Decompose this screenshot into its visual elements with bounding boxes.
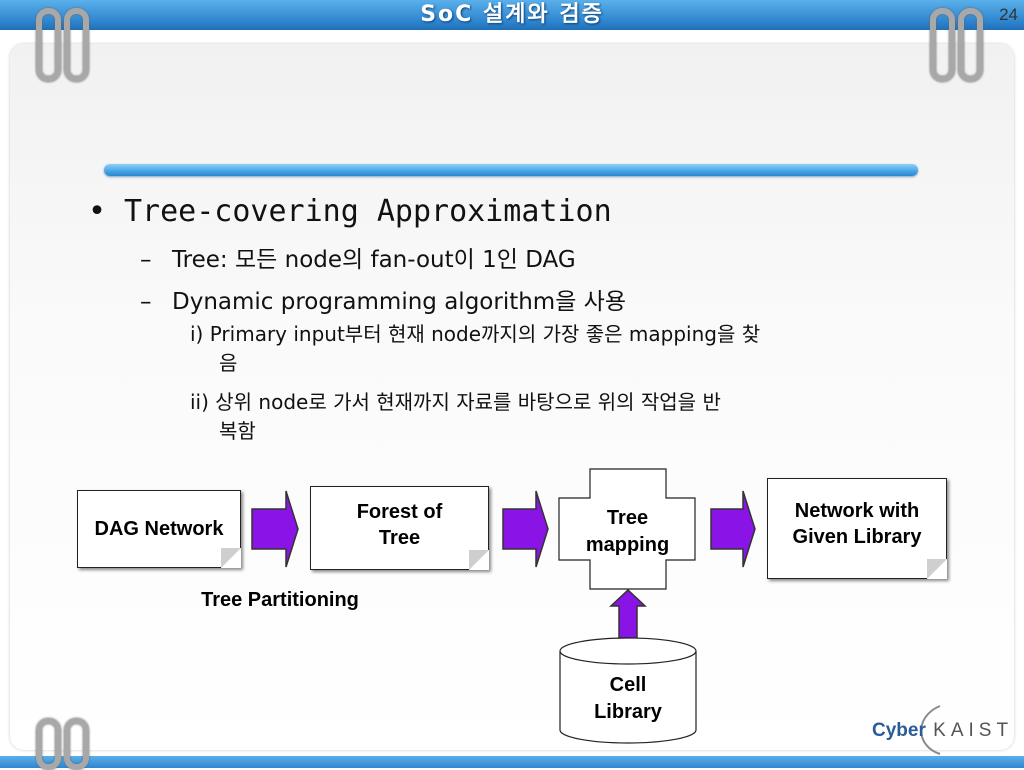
flow-arrow-icon [710, 490, 756, 568]
sub-item-text: Dynamic programming algorithm을 사용 [172, 289, 626, 315]
tree-mapping-label: Tree mapping [560, 505, 695, 559]
binder-ring-icon [64, 718, 89, 770]
forest-label-line: Forest of [356, 501, 443, 523]
binder-ring-icon [36, 8, 61, 82]
cell-library-line: Library [594, 701, 662, 723]
tree-mapping-line: mapping [585, 534, 670, 556]
sub-item: –Dynamic programming algorithm을 사용 [140, 289, 626, 315]
flow-arrow-icon [251, 490, 299, 568]
forest-label-line: Tree [378, 527, 421, 549]
bullet-item: • Tree-covering Approximation [88, 194, 612, 229]
binder-ring-icon [64, 8, 89, 82]
page-fold-icon [221, 548, 241, 568]
bullet-icon: • [88, 194, 107, 229]
step-line: ii) 상위 node로 가서 현재까지 자료를 바탕으로 위의 작업을 반 [190, 390, 721, 414]
bottom-bar [0, 756, 1024, 768]
page-fold-icon [469, 550, 489, 570]
dag-network-box: DAG Network [77, 490, 241, 568]
slide-panel [10, 44, 1014, 750]
tree-mapping-shape [558, 468, 696, 590]
page-fold-icon [927, 559, 947, 579]
step-item: i) Primary input부터 현재 node까지의 가장 좋은 mapp… [190, 320, 925, 378]
binder-ring-icon [36, 718, 61, 770]
flow-arrow-icon [502, 490, 549, 568]
logo-word-kaist: KAIST [933, 720, 1014, 741]
sub-item-text: Tree: 모든 node의 fan-out이 1인 DAG [172, 247, 576, 273]
cyber-kaist-logo [920, 705, 941, 755]
cell-library-label: Cell Library [560, 672, 696, 726]
sub-item: –Tree: 모든 node의 fan-out이 1인 DAG [140, 247, 576, 273]
network-library-box: Network with Given Library [767, 478, 947, 579]
step-line: 복함 [219, 419, 256, 443]
step-line: i) Primary input부터 현재 node까지의 가장 좋은 mapp… [190, 322, 761, 346]
logo-word-cyber: Cyber [872, 720, 926, 741]
header-bar [0, 0, 1024, 30]
slide-number: 24 [999, 5, 1018, 24]
cell-library-line: Cell [609, 674, 647, 696]
cell-library-cylinder [559, 637, 697, 744]
title-divider [104, 164, 918, 176]
step-line: 음 [219, 351, 238, 375]
forest-of-tree-box: Forest of Tree [310, 486, 489, 570]
tree-partitioning-label: Tree Partitioning [201, 589, 359, 611]
network-label-line: Network with [794, 500, 920, 522]
dag-network-label: DAG Network [94, 518, 224, 540]
step-item: ii) 상위 node로 가서 현재까지 자료를 바탕으로 위의 작업을 반 복… [190, 388, 925, 446]
binder-ring-icon [930, 8, 955, 82]
logo-text: Cyber KAIST [872, 720, 1013, 742]
bullet-text: Tree-covering Approximation [124, 194, 612, 229]
up-arrow-icon [609, 588, 647, 639]
network-label-line: Given Library [792, 526, 922, 548]
binder-ring-icon [958, 8, 983, 82]
page-title: SoC 설계와 검증 [420, 2, 604, 27]
tree-mapping-line: Tree [606, 507, 649, 529]
